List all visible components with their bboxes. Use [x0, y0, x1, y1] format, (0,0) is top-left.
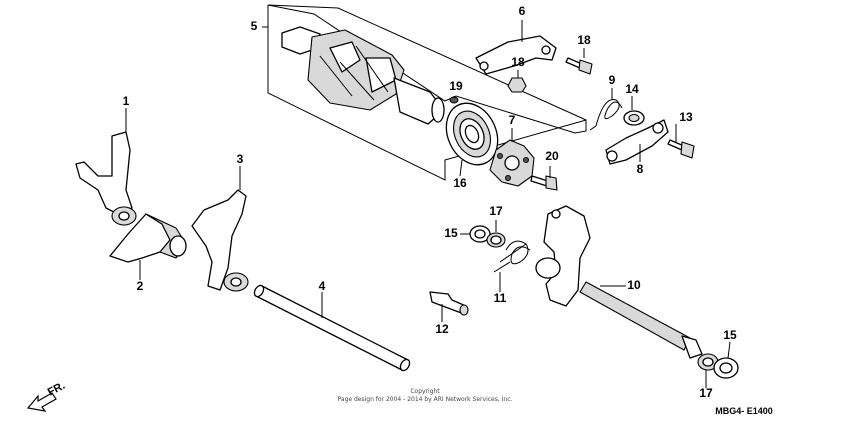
callout-17-lower: 17 [699, 386, 713, 400]
callout-4: 4 [319, 279, 326, 293]
callout-18-right: 18 [577, 33, 591, 47]
callout-2: 2 [137, 279, 144, 293]
bolt-18-right [565, 57, 593, 75]
callout-13: 13 [679, 110, 693, 124]
dowel-pin-12 [429, 291, 469, 316]
return-spring-11 [493, 240, 531, 273]
bolt-18-left [507, 77, 527, 93]
shift-fork-3 [191, 189, 249, 292]
copyright-line-2: Page design for 2004 - 2014 by ARI Netwo… [338, 396, 513, 403]
callout-10: 10 [627, 278, 641, 292]
front-direction-label: FR. [46, 380, 67, 399]
front-direction-arrow-icon: FR. [26, 380, 67, 412]
callout-12: 12 [435, 322, 449, 336]
return-spring-9 [589, 99, 623, 131]
washer-15-lower [713, 357, 739, 379]
callout-1: 1 [123, 94, 130, 108]
callout-20: 20 [545, 149, 559, 163]
collar-14 [623, 110, 645, 126]
callout-11: 11 [494, 291, 507, 305]
callout-14: 14 [625, 82, 639, 96]
callout-8: 8 [637, 162, 644, 176]
circlip-17-lower [697, 353, 719, 371]
fork-shaft-4 [253, 284, 411, 372]
callout-3: 3 [237, 152, 244, 166]
shift-fork-1 [75, 131, 137, 226]
shift-fork-2 [109, 213, 187, 263]
leader-lines [125, 20, 731, 388]
callout-9: 9 [609, 73, 616, 87]
callout-numbers: 1 2 3 4 5 6 7 8 9 10 11 12 13 14 15 15 1… [123, 4, 737, 400]
callout-16: 16 [453, 176, 467, 190]
copyright-line-1: Copyright [410, 388, 440, 395]
bolt-20 [530, 175, 558, 191]
callout-5: 5 [251, 19, 258, 33]
stopper-arm-8 [605, 119, 669, 165]
callout-17-upper: 17 [489, 204, 503, 218]
bolt-13 [667, 139, 695, 159]
gearshift-spindle-10 [535, 205, 703, 359]
stopper-plate-6 [475, 35, 557, 75]
callout-15-lower: 15 [723, 328, 737, 342]
bearing-16 [445, 102, 499, 166]
circlip-17-upper [486, 232, 506, 248]
callout-18-left: 18 [511, 55, 525, 69]
callout-19: 19 [449, 79, 463, 93]
callout-7: 7 [509, 113, 516, 127]
callout-6: 6 [519, 4, 526, 18]
diagram-code: MBG4- E1400 [715, 406, 773, 416]
shift-drum [281, 26, 445, 125]
callout-15-upper: 15 [444, 226, 458, 240]
